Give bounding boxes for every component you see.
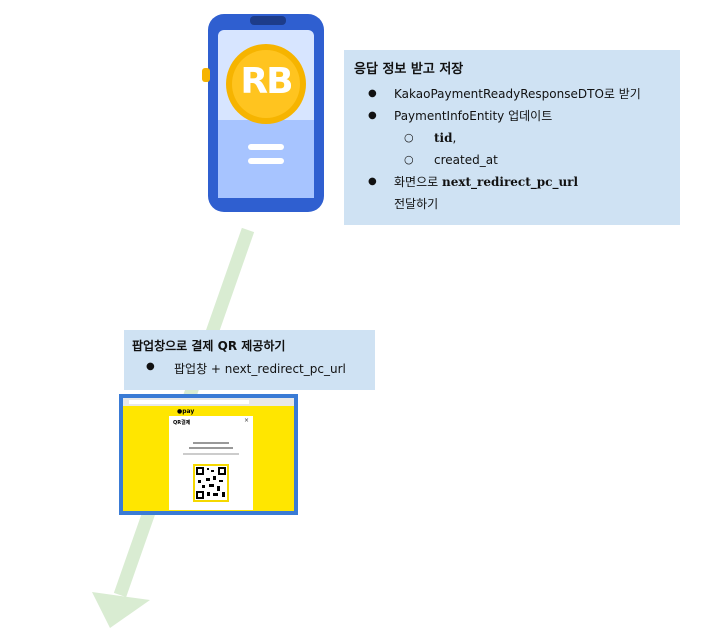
text-line: [183, 453, 239, 455]
list-item: PaymentInfoEntity 업데이트 tid, created_at: [354, 105, 670, 171]
list-item-continuation: 전달하기: [394, 197, 439, 211]
response-info-box: 응답 정보 받고 저장 KakaoPaymentReadyResponseDTO…: [344, 50, 680, 225]
kakaopay-logo: ●pay: [177, 408, 195, 415]
tid-suffix: ,: [452, 131, 457, 145]
list-item: KakaoPaymentReadyResponseDTO로 받기: [354, 83, 670, 105]
sub-list-item: tid,: [394, 127, 670, 149]
popup-box-item: 팝업창 + next_redirect_pc_url: [132, 360, 367, 377]
list-item-prefix: 화면으로: [394, 175, 442, 189]
tid-label: tid: [434, 131, 453, 145]
created-at-label: created_at: [434, 153, 498, 167]
list-item-text: PaymentInfoEntity 업데이트: [394, 109, 553, 123]
popup-box-title: 팝업창으로 결제 QR 제공하기: [132, 339, 286, 353]
qr-card-title: QR결제: [173, 420, 191, 426]
phone-app-icon: [202, 14, 324, 212]
list-item-text: KakaoPaymentReadyResponseDTO로 받기: [394, 87, 641, 101]
app-logo-text: RB: [240, 61, 293, 102]
sub-list-item: created_at: [394, 149, 670, 171]
url-bar: [129, 400, 249, 404]
popup-info-box: 팝업창으로 결제 QR 제공하기 팝업창 + next_redirect_pc_…: [124, 330, 375, 390]
screenshot-background: ●pay QR결제 ×: [123, 398, 294, 511]
list-item: 화면으로 next_redirect_pc_url 전달하기: [354, 171, 670, 215]
qr-card: QR결제 ×: [169, 416, 253, 510]
sub-list: tid, created_at: [394, 127, 670, 171]
redirect-url-label: next_redirect_pc_url: [441, 175, 579, 189]
text-line: [189, 447, 233, 449]
info-box-list: KakaoPaymentReadyResponseDTO로 받기 Payment…: [354, 83, 670, 215]
info-box-title: 응답 정보 받고 저장: [354, 62, 464, 77]
close-icon: ×: [243, 417, 249, 424]
text-line: [193, 442, 229, 444]
qr-code-icon: [193, 464, 229, 502]
kakaopay-popup-screenshot: ●pay QR결제 ×: [119, 394, 298, 515]
browser-bar: [123, 398, 294, 406]
